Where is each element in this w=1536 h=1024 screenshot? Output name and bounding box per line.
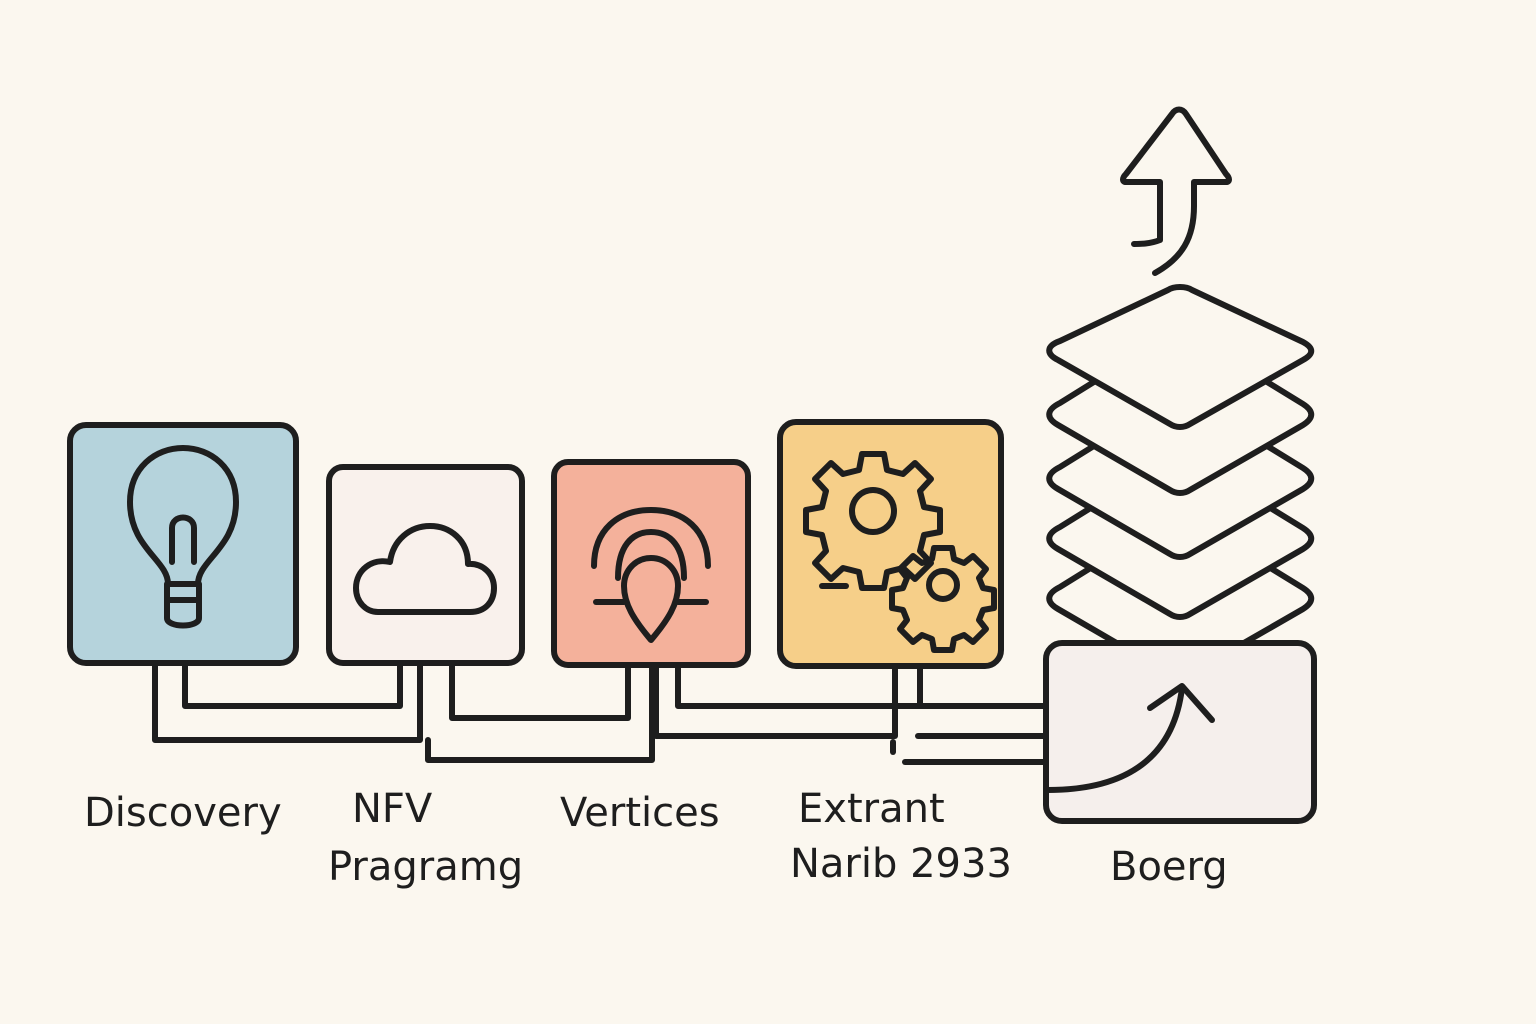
connector-line-4 (449, 662, 631, 721)
lightbulb-icon (127, 445, 239, 629)
stage-box-vertices (551, 459, 751, 668)
cloud-icon (353, 523, 497, 615)
label-nfv-line1: NFV (352, 786, 433, 832)
location-pin-icon (591, 507, 711, 643)
label-nfv-line2: Pragramg (328, 844, 523, 890)
stage-box-nfv (326, 464, 525, 666)
layers-icon (1046, 284, 1315, 680)
connector-line-2 (182, 662, 403, 709)
up-arrow-icon (1120, 106, 1232, 276)
small-gear (889, 545, 997, 653)
label-vertices: Vertices (560, 790, 720, 836)
large-gear (803, 451, 943, 591)
connector-line-3 (425, 662, 655, 763)
gears-icon (803, 451, 997, 653)
stage-labels: Discovery NFV Pragramg Vertices Extrant … (84, 786, 1228, 890)
label-boerg: Boerg (1110, 844, 1228, 890)
label-discovery: Discovery (84, 790, 282, 836)
stage-box-extrant (777, 419, 1004, 669)
stage-box-discovery (67, 422, 299, 666)
layer-1 (1046, 284, 1315, 430)
connector-line-6 (675, 662, 1048, 709)
connector-lines (152, 662, 1048, 765)
connector-line-5 (653, 662, 898, 739)
growth-arrow-icon (1045, 683, 1215, 793)
stage-box-boerg (1043, 640, 1317, 824)
label-extrant-line1: Extrant (798, 786, 945, 832)
label-extrant-line2: Narib 2933 (790, 841, 1012, 887)
connector-line-1 (152, 662, 423, 743)
